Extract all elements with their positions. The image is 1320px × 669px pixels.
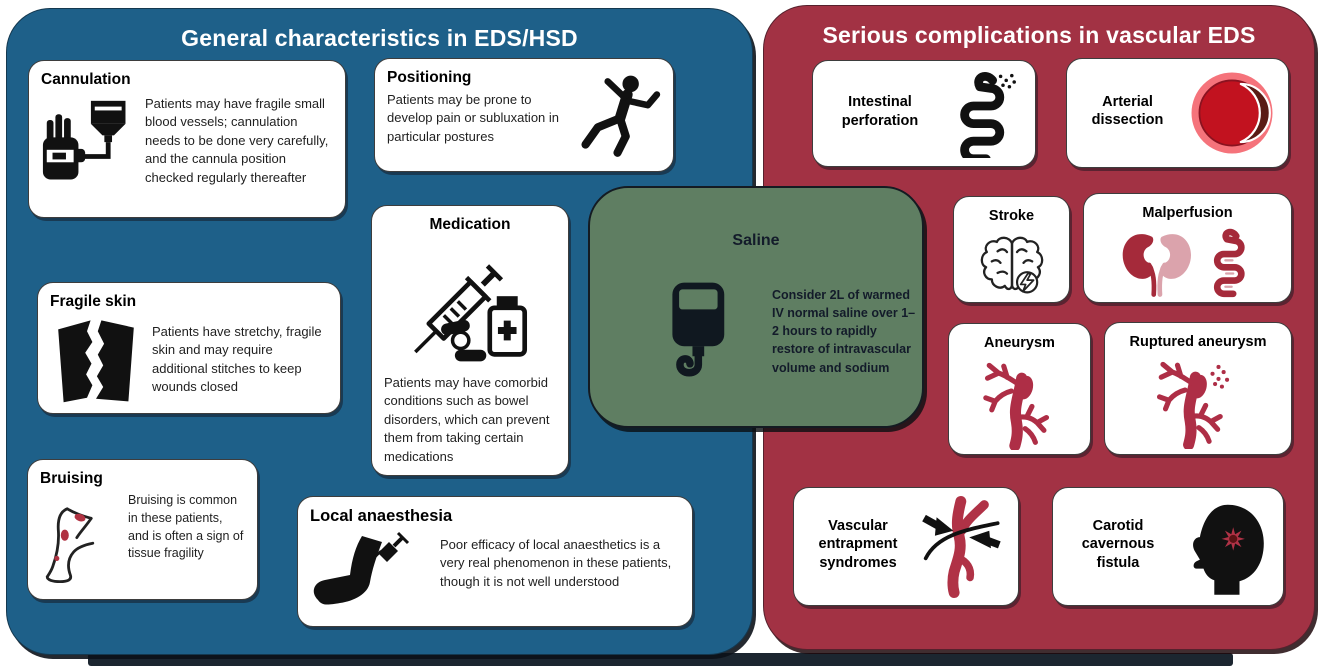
left-panel-title: General characteristics in EDS/HSD bbox=[181, 25, 578, 51]
card-title: Arterial dissection bbox=[1091, 93, 1164, 128]
iv-bag-icon bbox=[654, 276, 746, 388]
card-title: Local anaesthesia bbox=[310, 507, 453, 525]
card-ruptured-aneurysm: Ruptured aneurysm bbox=[1104, 322, 1292, 455]
card-title: Malperfusion bbox=[1142, 205, 1233, 221]
entrapped-vessel-icon bbox=[914, 494, 1006, 600]
card-text: Bruising is common in these patients, an… bbox=[128, 493, 244, 561]
card-title: Fragile skin bbox=[50, 293, 137, 310]
card-title: Bruising bbox=[40, 470, 103, 487]
card-title: Cannulation bbox=[41, 71, 131, 88]
card-title: Medication bbox=[429, 216, 511, 233]
saline-title: Saline bbox=[732, 232, 780, 249]
card-positioning: Positioning Patients may be prone to dev… bbox=[374, 58, 674, 172]
card-text: Patients may have fragile small blood ve… bbox=[145, 96, 329, 185]
card-aneurysm: Aneurysm bbox=[948, 323, 1091, 455]
arm-injection-icon bbox=[310, 530, 420, 610]
bottom-shadow-bar bbox=[88, 653, 1233, 666]
card-vascular-entrapment: Vascular entrapment syndromes bbox=[793, 487, 1019, 606]
card-stroke: Stroke bbox=[953, 196, 1070, 303]
saline-text: Consider 2L of warmed IV normal saline o… bbox=[772, 288, 916, 375]
ruptured-artery-icon bbox=[1117, 355, 1279, 450]
torn-skin-icon bbox=[50, 315, 142, 405]
card-bruising: Bruising Bruising is common in these pat… bbox=[27, 459, 258, 600]
perforated-intestine-icon bbox=[943, 70, 1023, 158]
card-title: Vascular entrapment syndromes bbox=[818, 518, 898, 571]
card-medication: Medication Patients may have comorbid bbox=[371, 205, 569, 476]
card-text: Patients may be prone to develop pain or… bbox=[387, 92, 560, 144]
saline-card: Saline Consider 2L of warmed IV normal s… bbox=[588, 186, 924, 428]
head-fistula-icon bbox=[1181, 497, 1271, 597]
card-carotid-cavernous-fistula: Carotid cavernous fistula bbox=[1052, 487, 1284, 606]
syringe-pills-bottle-icon bbox=[384, 238, 556, 366]
card-text: Poor efficacy of local anaesthetics is a… bbox=[440, 537, 672, 589]
card-fragile-skin: Fragile skin Patients have stretchy, fra… bbox=[37, 282, 341, 414]
artery-aneurysm-icon bbox=[961, 356, 1078, 451]
card-title: Intestinal perforation bbox=[841, 94, 919, 129]
card-title: Carotid cavernous fistula bbox=[1081, 518, 1155, 571]
card-title: Stroke bbox=[988, 208, 1035, 224]
card-title: Ruptured aneurysm bbox=[1129, 334, 1267, 350]
card-malperfusion: Malperfusion bbox=[1083, 193, 1292, 303]
card-cannulation: Cannulation Patients may bbox=[28, 60, 346, 218]
card-arterial-dissection: Arterial dissection bbox=[1066, 58, 1289, 168]
kidneys-gut-icon bbox=[1096, 226, 1279, 300]
artery-cross-section-icon bbox=[1188, 69, 1276, 157]
card-local-anaesthesia: Local anaesthesia Poor efficacy of local… bbox=[297, 496, 693, 627]
brain-lightning-icon bbox=[966, 229, 1057, 301]
iv-cannula-hand-icon bbox=[41, 93, 137, 197]
bruised-leg-icon bbox=[40, 492, 120, 596]
card-title: Positioning bbox=[387, 69, 472, 86]
card-intestinal-perforation: Intestinal perforation bbox=[812, 60, 1036, 167]
falling-person-icon bbox=[579, 69, 661, 161]
right-panel-title: Serious complications in vascular EDS bbox=[822, 22, 1256, 48]
card-title: Aneurysm bbox=[984, 335, 1055, 351]
card-text: Patients have stretchy, fragile skin and… bbox=[152, 324, 322, 395]
card-text: Patients may have comorbid conditions su… bbox=[384, 375, 550, 464]
